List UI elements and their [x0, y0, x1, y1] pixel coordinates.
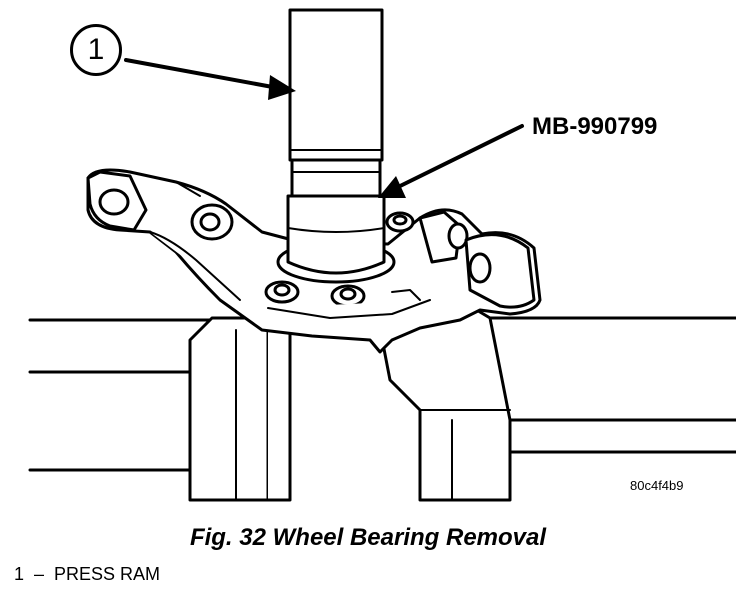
- image-code: 80c4f4b9: [630, 478, 684, 493]
- legend-item-number: 1: [14, 564, 25, 584]
- left-support-block: [188, 316, 292, 502]
- legend: 1–PRESS RAM: [14, 564, 160, 585]
- press-table: [28, 316, 736, 472]
- tool-label-arrow: [378, 124, 524, 198]
- callout-number-1: 1: [70, 24, 122, 76]
- callout-1-arrow: [124, 58, 296, 100]
- figure-caption: Fig. 32 Wheel Bearing Removal: [189, 524, 547, 551]
- press-ram: [286, 8, 386, 275]
- legend-item-text: PRESS RAM: [54, 564, 161, 584]
- wheel-bearing-removal-illustration: [28, 8, 736, 502]
- legend-item-separator: –: [34, 564, 45, 584]
- tool-label: MB-990799: [532, 113, 658, 140]
